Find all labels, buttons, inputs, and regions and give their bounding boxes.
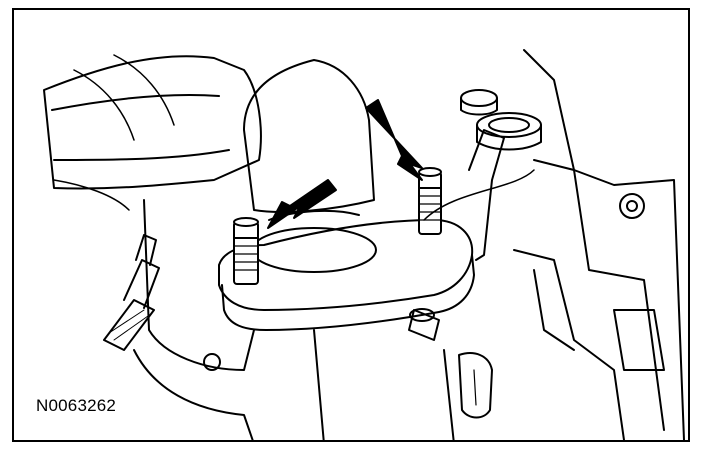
- lower-housing: [133, 329, 493, 440]
- oxygen-sensor: [103, 234, 160, 351]
- diagram-frame: [12, 8, 690, 442]
- engine-block-right: [423, 49, 685, 440]
- left-stud: [233, 217, 259, 285]
- right-stud: [418, 167, 442, 235]
- exhaust-flange-illustration: [43, 49, 685, 440]
- figure-reference-id: N0063262: [36, 396, 117, 415]
- flange-bracket: [408, 129, 505, 341]
- arrow-right-stud: [365, 99, 423, 181]
- callout-arrows: [267, 99, 423, 229]
- top-plugs: [460, 89, 542, 151]
- arrow-left-stud: [267, 179, 337, 229]
- engine-housing-left: [43, 54, 262, 211]
